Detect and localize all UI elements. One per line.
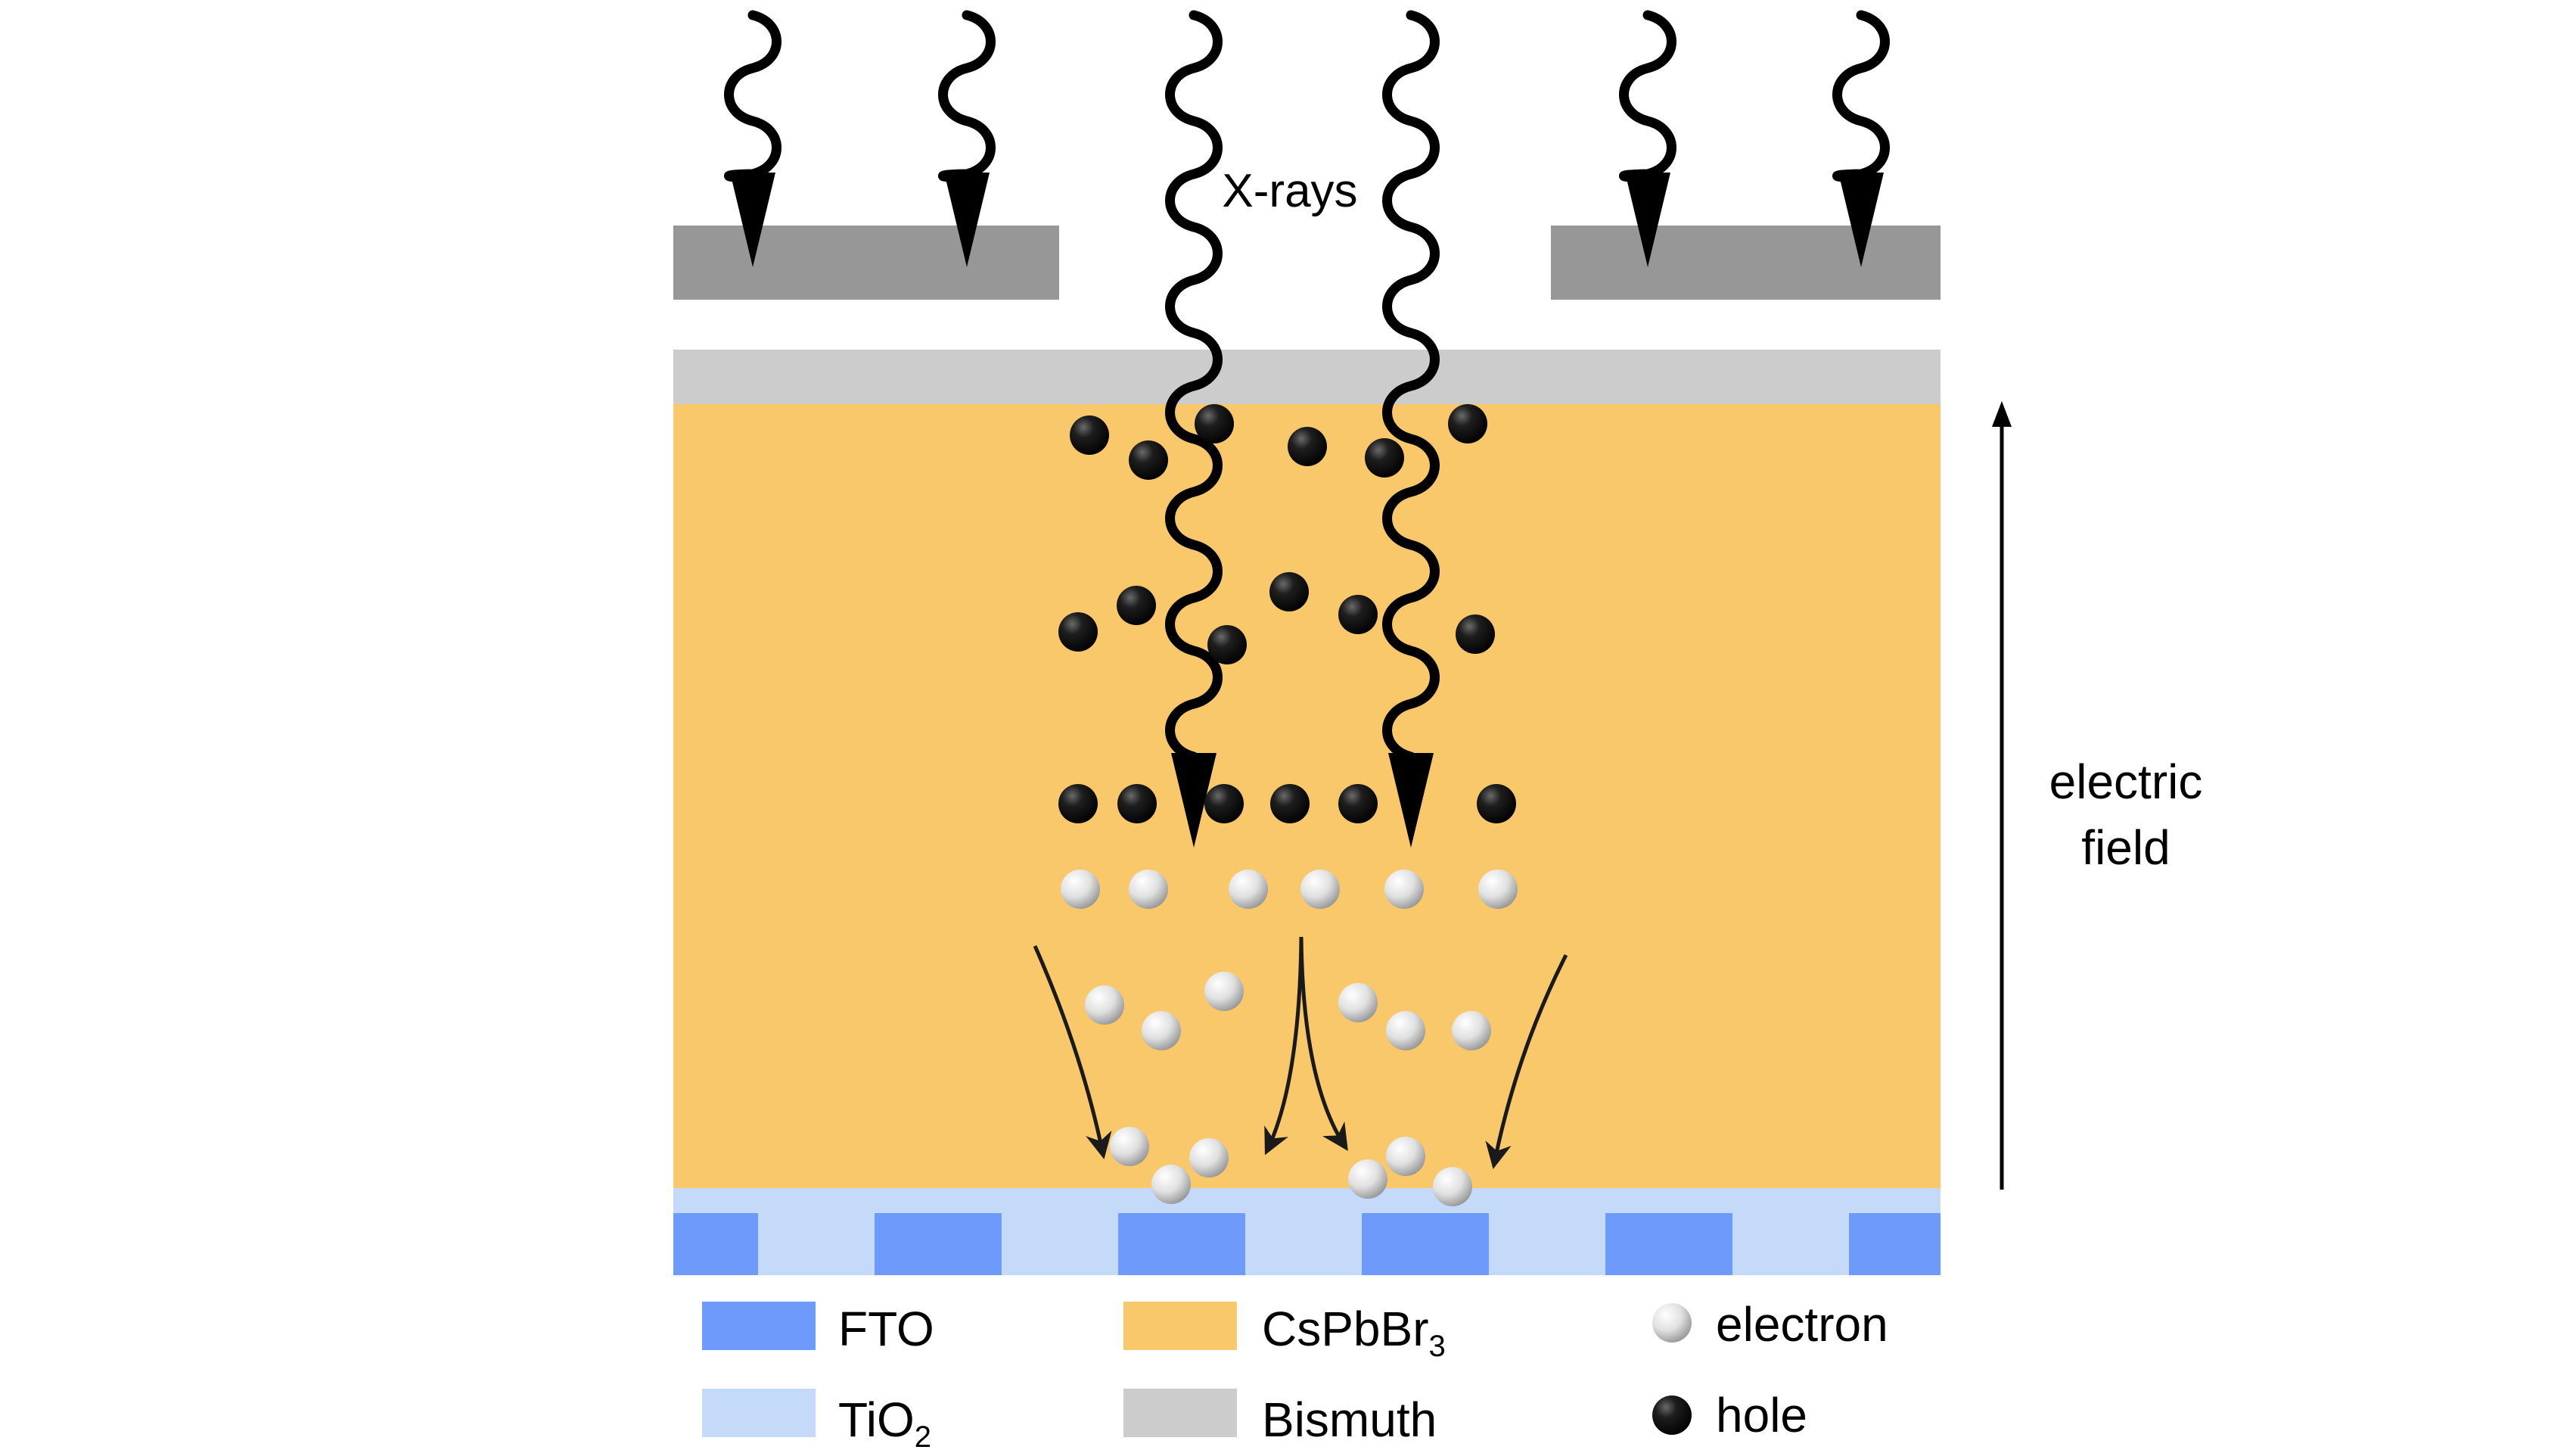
hole bbox=[1117, 784, 1157, 823]
hole bbox=[1365, 438, 1404, 478]
xray-arrow bbox=[1832, 10, 1890, 267]
legend-tio2-swatch bbox=[702, 1389, 816, 1437]
fto-electrode bbox=[1849, 1213, 1941, 1275]
xray-arrow bbox=[1619, 10, 1676, 267]
legend-cspbbr3-base: CsPbBr bbox=[1262, 1302, 1429, 1356]
legend-fto-label: FTO bbox=[838, 1302, 934, 1356]
electric-field-label-line2: field bbox=[2081, 820, 2170, 875]
hole bbox=[1448, 404, 1487, 443]
electron bbox=[1229, 870, 1268, 909]
hole bbox=[1338, 784, 1378, 823]
hole bbox=[1270, 784, 1310, 823]
fto-electrode bbox=[1605, 1213, 1732, 1275]
legend-electron-icon bbox=[1652, 1303, 1692, 1343]
xray-wave bbox=[1832, 10, 1890, 183]
xray-arrowhead bbox=[1388, 753, 1434, 848]
xray-arrowhead bbox=[730, 173, 775, 267]
xray-arrowhead bbox=[1838, 173, 1884, 267]
xray-arrow bbox=[1165, 10, 1223, 848]
hole bbox=[1058, 612, 1098, 652]
hole bbox=[1477, 784, 1516, 823]
xray-arrow bbox=[724, 10, 782, 267]
xray-wave bbox=[724, 10, 782, 183]
bismuth-layer bbox=[673, 350, 1941, 404]
electron bbox=[1300, 870, 1340, 909]
xray-arrow bbox=[1382, 10, 1440, 848]
xray-arrow bbox=[938, 10, 996, 267]
electron bbox=[1452, 1011, 1491, 1050]
electron bbox=[1085, 985, 1124, 1025]
legend-electron-label: electron bbox=[1716, 1297, 1888, 1352]
drift-arrows bbox=[1033, 936, 1568, 1169]
xray-wave bbox=[1165, 10, 1223, 762]
xray-arrowhead bbox=[944, 173, 990, 267]
hole bbox=[1117, 586, 1156, 625]
hole bbox=[1456, 614, 1495, 654]
legend-tio2-label: TiO2 bbox=[838, 1392, 931, 1449]
xray-wave bbox=[938, 10, 996, 183]
xray-mask-left bbox=[673, 226, 1059, 300]
legend: FTO TiO2 CsPbBr3 Bismuth electron hole bbox=[702, 1297, 1888, 1453]
xrays-label: X-rays bbox=[1222, 165, 1357, 217]
hole bbox=[1288, 427, 1327, 466]
hole bbox=[1129, 440, 1168, 480]
legend-cspbbr3-swatch bbox=[1123, 1302, 1237, 1350]
hole bbox=[1269, 572, 1309, 611]
legend-bismuth-label: Bismuth bbox=[1262, 1392, 1437, 1447]
electron bbox=[1386, 1137, 1425, 1176]
electron bbox=[1386, 1011, 1425, 1050]
xray-wave bbox=[1382, 10, 1440, 762]
xray-arrows bbox=[724, 10, 1890, 848]
hole bbox=[1338, 595, 1378, 634]
fto-electrode bbox=[1362, 1213, 1489, 1275]
drift-arrow bbox=[1485, 954, 1568, 1169]
fto-electrode bbox=[673, 1213, 758, 1275]
electron bbox=[1142, 1011, 1181, 1050]
xray-arrowhead bbox=[1171, 753, 1217, 848]
electric-field-arrow bbox=[1992, 401, 2012, 1190]
electron bbox=[1189, 1138, 1229, 1178]
electron bbox=[1110, 1127, 1149, 1166]
electron bbox=[1061, 870, 1100, 909]
hole bbox=[1204, 784, 1244, 823]
electron bbox=[1348, 1159, 1387, 1199]
fto-electrode bbox=[1118, 1213, 1245, 1275]
drift-arrow bbox=[1264, 936, 1304, 1156]
charge-carriers bbox=[1058, 404, 1518, 1206]
legend-cspbbr3-label: CsPbBr3 bbox=[1262, 1302, 1446, 1363]
electron bbox=[1129, 870, 1168, 909]
tio2-layer bbox=[673, 1188, 1941, 1275]
hole bbox=[1195, 404, 1234, 443]
electron bbox=[1433, 1167, 1472, 1206]
hole bbox=[1058, 784, 1098, 823]
electron bbox=[1384, 870, 1424, 909]
hole bbox=[1207, 625, 1247, 664]
xray-arrowhead bbox=[1625, 173, 1670, 267]
fto-electrode bbox=[875, 1213, 1002, 1275]
drift-arrow bbox=[1299, 936, 1348, 1151]
electron bbox=[1338, 983, 1378, 1022]
layer-stack bbox=[673, 226, 1941, 1275]
legend-tio2-subscript: 2 bbox=[915, 1420, 931, 1449]
legend-hole-icon bbox=[1652, 1395, 1692, 1435]
fto-electrodes bbox=[673, 1213, 1941, 1275]
electric-field-label-line1: electric bbox=[2049, 755, 2203, 809]
legend-cspbbr3-subscript: 3 bbox=[1429, 1330, 1446, 1363]
electron bbox=[1151, 1165, 1191, 1204]
electron bbox=[1204, 972, 1244, 1011]
hole bbox=[1070, 415, 1109, 455]
legend-tio2-base: TiO bbox=[838, 1392, 915, 1447]
electron bbox=[1478, 870, 1518, 909]
drift-arrow bbox=[1033, 944, 1112, 1159]
xray-mask-right bbox=[1551, 226, 1941, 300]
xray-wave bbox=[1619, 10, 1676, 183]
legend-bismuth-swatch bbox=[1123, 1389, 1237, 1437]
legend-hole-label: hole bbox=[1716, 1388, 1807, 1442]
legend-fto-swatch bbox=[702, 1302, 816, 1350]
